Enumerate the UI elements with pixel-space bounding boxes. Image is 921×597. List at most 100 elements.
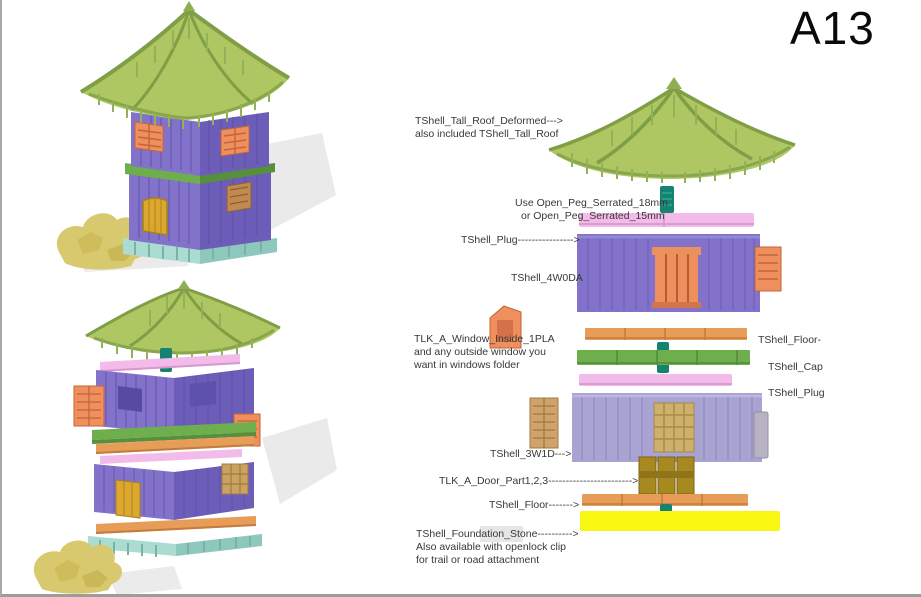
exploded-house xyxy=(33,280,337,594)
roof xyxy=(81,10,289,120)
part-open-peg-serrated-top xyxy=(660,186,674,213)
label-floor-upper: TShell_Floor- xyxy=(758,334,822,346)
cap-layer-edge xyxy=(92,432,256,444)
label-wall-bottom: TShell_3W1D---> xyxy=(490,448,572,460)
label-door: TLK_A_Door_Part1,2,3--------------------… xyxy=(439,475,639,487)
trim-band-side xyxy=(200,163,275,184)
roof-finial xyxy=(178,280,190,289)
part-floor-lower xyxy=(582,494,748,506)
wall-plank-lines xyxy=(587,236,755,310)
house-shadow xyxy=(262,418,337,504)
label-window-inside-line2: and any outside window you xyxy=(414,346,546,358)
label-plug-mid: TShell_Plug xyxy=(768,387,825,399)
assembled-house xyxy=(56,1,336,272)
house-door-planks xyxy=(148,198,162,233)
window-opening-side xyxy=(190,381,216,407)
roof-shakes-upper xyxy=(136,18,244,77)
window-sill xyxy=(652,302,701,308)
part-wall-3w1d xyxy=(572,393,762,462)
part-floor-upper xyxy=(585,328,747,340)
roof-eave-line xyxy=(88,80,284,120)
part-plug-pink-top xyxy=(579,213,754,227)
cap-body xyxy=(577,350,750,365)
foundation-side xyxy=(200,238,277,264)
rock-shading xyxy=(82,570,108,587)
foundation-front xyxy=(88,536,176,556)
roof-hip-lines xyxy=(130,9,254,112)
label-cap: TShell_Cap xyxy=(768,361,823,373)
sheet-code: A13 xyxy=(790,2,875,54)
floor-planks xyxy=(585,328,747,340)
label-wall-top: TShell_4W0DA xyxy=(511,272,583,284)
label-foundation-line1: TShell_Foundation_Stone----------> xyxy=(416,528,579,540)
plug-detail xyxy=(579,213,754,227)
rock-shading xyxy=(77,232,103,254)
window-shutter-slats xyxy=(665,254,689,306)
floor-layer xyxy=(96,516,256,534)
plug-layer xyxy=(100,449,242,464)
floor-layer xyxy=(96,436,254,454)
label-foundation-line2: Also available with openlock clip xyxy=(416,541,566,553)
foundation-front xyxy=(123,238,200,264)
label-peg-top: Use Open_Peg_Serrated_18mm or Open_Peg_S… xyxy=(515,197,668,223)
plug-layer xyxy=(100,354,240,372)
foundation-stone-lines xyxy=(134,241,262,262)
cap-layer xyxy=(92,422,256,440)
door-brace xyxy=(639,471,694,478)
roof-shakes xyxy=(571,95,775,183)
floor-layer-edge xyxy=(95,524,257,534)
part-plug-pink-mid xyxy=(579,374,732,386)
plug-body xyxy=(579,374,732,386)
floor-planks xyxy=(582,494,748,506)
roof-ridges xyxy=(85,286,281,348)
part-door-planks xyxy=(638,456,695,495)
label-foundation-line3: for trail or road attachment xyxy=(416,554,540,566)
part-cap xyxy=(577,350,750,365)
shutter-slats xyxy=(533,398,555,448)
label-peg-top-line1: Use Open_Peg_Serrated_18mm xyxy=(515,197,668,209)
roof-eave-line xyxy=(556,145,791,178)
window-shutter-left-slats xyxy=(77,386,101,426)
window-lattice-grid xyxy=(222,464,248,494)
lower-side-window-slats xyxy=(229,186,249,205)
label-window-inside-line3: want in windows folder xyxy=(414,359,520,371)
part-plug-grey-right xyxy=(753,411,769,459)
roof-ridge-right xyxy=(187,8,291,80)
label-plug-top: TShell_Plug----------------> xyxy=(461,234,580,246)
window-inside-opening xyxy=(497,320,513,342)
plug-layer-edge xyxy=(99,362,241,372)
shutter-body xyxy=(754,246,782,292)
trim-band-front xyxy=(125,163,200,184)
house-door xyxy=(115,479,141,519)
part-window-inside xyxy=(489,305,522,349)
label-roof-line1: TShell_Tall_Roof_Deformed---> xyxy=(415,115,563,127)
part-window-shutter-right xyxy=(754,246,782,292)
window-lintel xyxy=(652,247,701,255)
parts-diagram xyxy=(489,77,796,531)
part-window-shutter-left xyxy=(529,397,559,449)
floor-layer-edge xyxy=(95,444,255,454)
cap-planks xyxy=(577,350,750,365)
part-roof-tall-deformed xyxy=(548,77,796,183)
window-lattice-floating xyxy=(221,463,249,495)
floor-body xyxy=(582,494,748,506)
label-floor-lower: TShell_Floor-------> xyxy=(489,499,580,511)
peg-serrations xyxy=(662,192,672,206)
label-roof: TShell_Tall_Roof_Deformed---> also inclu… xyxy=(415,115,563,141)
exploded-house-render xyxy=(33,280,337,594)
part-wall-4w0d xyxy=(577,234,760,312)
roof-ridge-lines xyxy=(548,86,796,165)
label-roof-line2: also included TShell_Tall_Roof xyxy=(415,128,559,140)
label-foundation: TShell_Foundation_Stone----------> Also … xyxy=(416,528,579,567)
shutter-slats xyxy=(758,254,778,280)
window-opening-front xyxy=(118,386,142,412)
roof-finial xyxy=(666,77,682,89)
rock-shading xyxy=(54,560,80,582)
roof-shakes-lower xyxy=(98,91,270,129)
house-door-planks xyxy=(123,481,133,517)
roof-ridge-left xyxy=(79,8,191,94)
label-peg-top-line2: or Open_Peg_Serrated_15mm xyxy=(521,210,665,222)
upper-side-window-slats xyxy=(223,128,247,154)
window-lattice-grid xyxy=(654,403,694,452)
